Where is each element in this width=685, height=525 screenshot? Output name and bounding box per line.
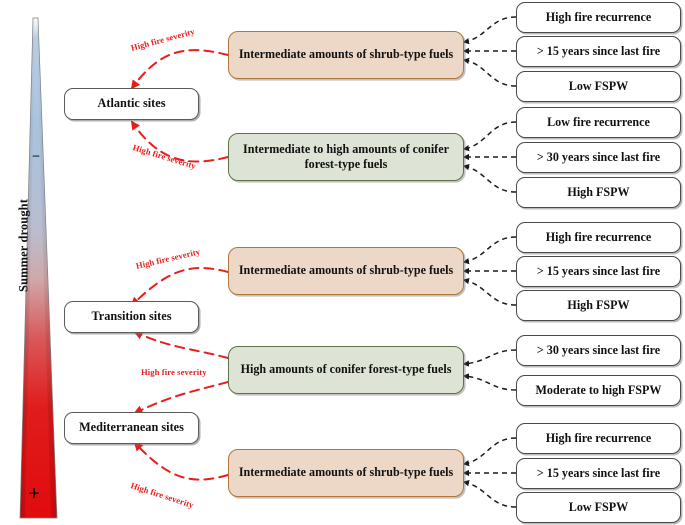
attribute-node-3[interactable]: Low FSPW bbox=[516, 71, 681, 102]
drought-high-sign: + bbox=[28, 481, 40, 505]
fuel-node-2-conifer[interactable]: Intermediate to high amounts of conifer … bbox=[228, 133, 464, 181]
summer-drought-gradient-wedge bbox=[19, 17, 58, 519]
attribute-node-9[interactable]: High FSPW bbox=[516, 290, 681, 321]
fuel-node-3-shrub[interactable]: Intermediate amounts of shrub-type fuels bbox=[228, 247, 464, 295]
attribute-node-4[interactable]: Low fire recurrence bbox=[516, 107, 681, 138]
site-node-atlantic[interactable]: Atlantic sites bbox=[64, 88, 199, 120]
edge-label-severity-3: High fire severity bbox=[134, 246, 202, 271]
fuel-node-4-conifer[interactable]: High amounts of conifer forest-type fuel… bbox=[228, 346, 464, 394]
attribute-node-1[interactable]: High fire recurrence bbox=[516, 2, 681, 33]
edge-label-severity-2: High fire severity bbox=[131, 142, 198, 171]
attribute-node-7[interactable]: High fire recurrence bbox=[516, 222, 681, 253]
edge-label-severity-shared: High fire severity bbox=[141, 367, 207, 377]
attribute-node-11[interactable]: Moderate to high FSPW bbox=[516, 375, 681, 406]
edge-label-severity-1: High fire severity bbox=[129, 26, 196, 53]
attribute-node-6[interactable]: High FSPW bbox=[516, 177, 681, 208]
attribute-node-12[interactable]: High fire recurrence bbox=[516, 423, 681, 454]
site-node-mediterranean[interactable]: Mediterranean sites bbox=[64, 412, 199, 444]
attribute-node-14[interactable]: Low FSPW bbox=[516, 492, 681, 523]
edge-label-severity-4: High fire severity bbox=[129, 480, 195, 511]
attribute-node-8[interactable]: > 15 years since last fire bbox=[516, 256, 681, 287]
fuel-node-5-shrub[interactable]: Intermediate amounts of shrub-type fuels bbox=[228, 449, 464, 497]
attribute-node-5[interactable]: > 30 years since last fire bbox=[516, 142, 681, 173]
attribute-node-13[interactable]: > 15 years since last fire bbox=[516, 458, 681, 489]
attribute-edges bbox=[462, 16, 517, 508]
fuel-node-1-shrub[interactable]: Intermediate amounts of shrub-type fuels bbox=[228, 31, 464, 79]
summer-drought-axis-label: Summer drought bbox=[16, 199, 31, 292]
attribute-node-2[interactable]: > 15 years since last fire bbox=[516, 36, 681, 67]
drought-low-sign: – bbox=[32, 147, 40, 162]
attribute-node-10[interactable]: > 30 years since last fire bbox=[516, 335, 681, 366]
site-node-transition[interactable]: Transition sites bbox=[64, 301, 199, 333]
